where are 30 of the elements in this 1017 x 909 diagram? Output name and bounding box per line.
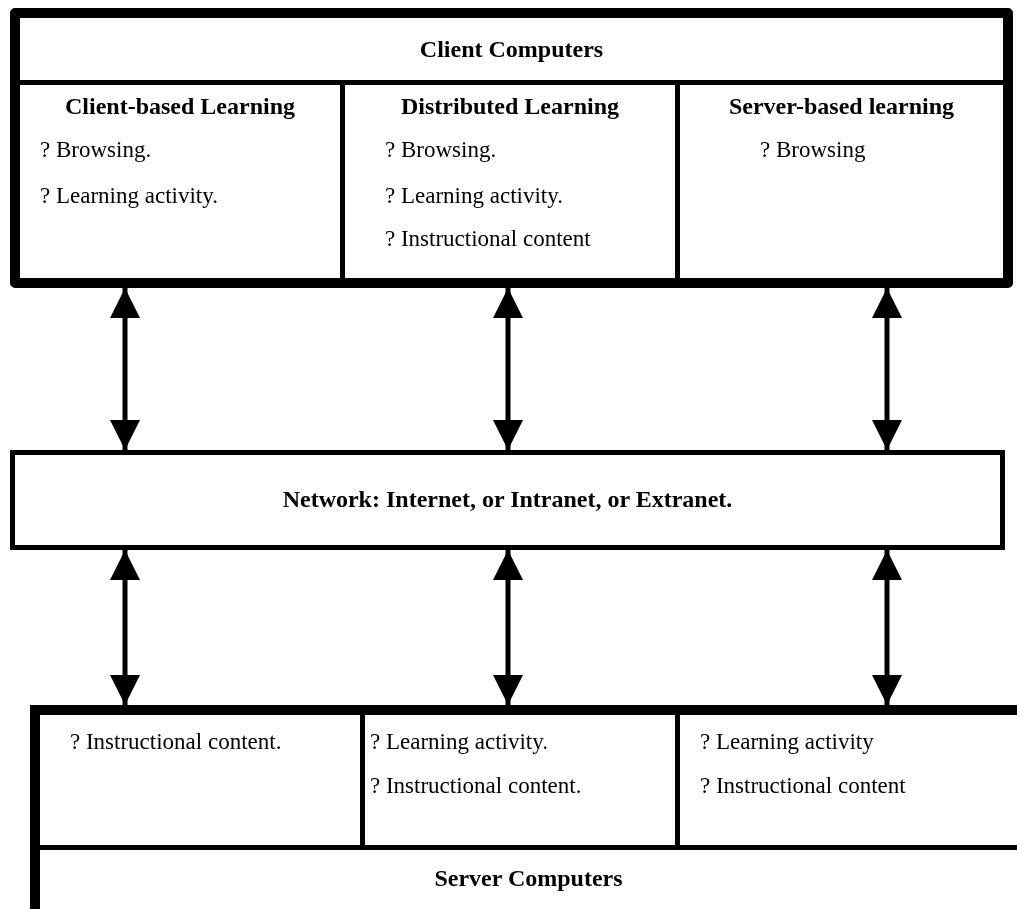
- network-box: [10, 450, 1005, 550]
- column-cell: [340, 80, 675, 278]
- heading: Client-based Learning: [64, 93, 296, 120]
- list-item: ? Instructional content: [385, 226, 591, 252]
- client-computers-box: [10, 8, 1013, 288]
- list-item: ? Browsing.: [385, 137, 497, 163]
- double-arrow: [872, 550, 902, 705]
- double-arrow: [493, 550, 523, 705]
- list-item: ? Browsing.: [40, 137, 152, 163]
- heading: Server Computers: [433, 865, 624, 892]
- heading: Server-based learning: [727, 93, 956, 120]
- double-arrow: [493, 288, 523, 450]
- list-item: ? Learning activity.: [370, 729, 548, 755]
- double-arrow: [110, 288, 140, 450]
- double-arrow: [872, 288, 902, 450]
- list-item: ? Instructional content: [700, 773, 906, 799]
- column-cell: [675, 715, 1017, 850]
- heading: Client Computers: [418, 36, 605, 63]
- heading: Network: Internet, or Intranet, or Extranet.: [281, 486, 734, 513]
- column-cell: [675, 80, 1003, 278]
- server-computers-box: [30, 705, 1017, 909]
- list-item: ? Browsing: [760, 137, 866, 163]
- list-item: ? Learning activity.: [385, 183, 563, 209]
- list-item: ? Learning activity.: [40, 183, 218, 209]
- list-item: ? Instructional content.: [370, 773, 582, 799]
- heading: Distributed Learning: [400, 93, 620, 120]
- list-item: ? Learning activity: [700, 729, 874, 755]
- list-item: ? Instructional content.: [70, 729, 282, 755]
- double-arrow: [110, 550, 140, 705]
- column-cell: [360, 715, 675, 850]
